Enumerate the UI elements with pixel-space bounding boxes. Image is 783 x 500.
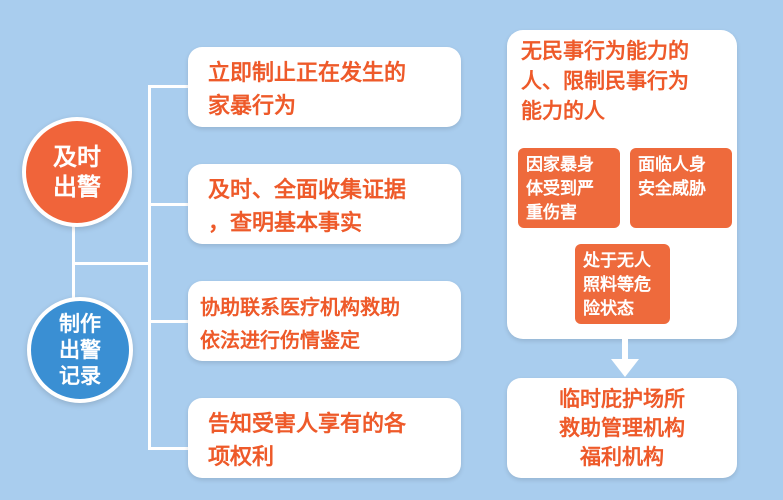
shelter-result-line2: 救助管理机构 — [559, 415, 685, 440]
action-box-3: 协助联系医疗机构救助 依法进行伤情鉴定 — [188, 281, 461, 361]
record-circle-line1: 制作 — [59, 312, 101, 336]
condition-box-3: 处于无人 照料等危 险状态 — [575, 244, 670, 324]
eligibility-title-line2: 人、限制民事行为 — [521, 69, 689, 93]
action-box-3-line2: 依法进行伤情鉴定 — [200, 328, 360, 352]
action-box-2-line2: ，查明基本事实 — [208, 211, 363, 236]
respond-circle-line2: 出警 — [53, 173, 101, 201]
action-box-3-line1: 协助联系医疗机构救助 — [200, 295, 400, 319]
record-circle-line2: 出警 — [59, 338, 101, 362]
connector-branch-2 — [148, 203, 190, 206]
action-box-1: 立即制止正在发生的 家暴行为 — [188, 47, 461, 127]
down-arrow-icon — [611, 339, 639, 377]
respond-circle: 及时 出警 — [22, 117, 132, 227]
condition-box-3-line2: 照料等危 — [583, 275, 651, 295]
respond-circle-line1: 及时 — [53, 143, 101, 171]
shelter-result-line1: 临时庇护场所 — [559, 386, 685, 411]
connector-branch-3 — [148, 320, 190, 323]
eligibility-title-line1: 无民事行为能力的 — [521, 39, 689, 63]
record-circle: 制作 出警 记录 — [27, 297, 133, 403]
connector-mid-horizontal — [72, 262, 150, 265]
condition-box-1-line1: 因家暴身 — [526, 155, 594, 175]
condition-box-2-line1: 面临人身 — [638, 155, 706, 175]
record-circle-line3: 记录 — [59, 364, 101, 388]
action-box-4: 告知受害人享有的各 项权利 — [188, 398, 461, 478]
connector-branch-4 — [148, 447, 190, 450]
eligibility-title-line3: 能力的人 — [521, 99, 605, 123]
condition-box-1-line2: 体受到严 — [526, 179, 594, 199]
action-box-4-line1: 告知受害人享有的各 — [208, 412, 407, 437]
shelter-result-line3: 福利机构 — [580, 444, 664, 469]
action-box-2: 及时、全面收集证据 ，查明基本事实 — [188, 164, 461, 244]
condition-box-3-line3: 险状态 — [583, 299, 634, 319]
action-box-4-line2: 项权利 — [208, 445, 275, 470]
action-box-1-line1: 立即制止正在发生的 — [208, 61, 407, 86]
action-box-2-line1: 及时、全面收集证据 — [208, 178, 407, 203]
condition-box-2-line2: 安全威胁 — [638, 179, 706, 199]
connector-stem-red — [72, 219, 75, 299]
shelter-result-box: 临时庇护场所 救助管理机构 福利机构 — [507, 378, 737, 478]
action-box-1-line2: 家暴行为 — [208, 94, 297, 119]
condition-box-1: 因家暴身 体受到严 重伤害 — [518, 148, 620, 228]
eligibility-title: 无民事行为能力的 人、限制民事行为 能力的人 — [521, 36, 731, 126]
connector-branch-1 — [148, 85, 190, 88]
connector-trunk — [148, 86, 151, 450]
condition-box-3-line1: 处于无人 — [583, 251, 651, 271]
condition-box-2: 面临人身 安全威胁 — [630, 148, 732, 228]
condition-box-1-line3: 重伤害 — [526, 203, 577, 223]
